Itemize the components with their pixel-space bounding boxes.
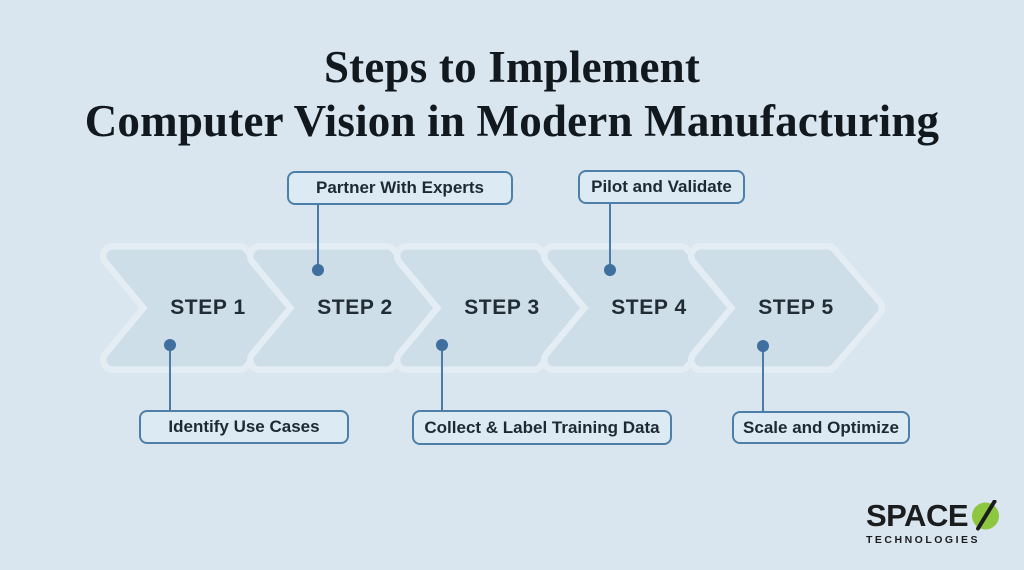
connector-dot-step5	[757, 340, 769, 352]
step-chevron-5: STEP 5	[687, 242, 887, 374]
callout-partner-with-experts: Partner With Experts	[287, 171, 513, 205]
step-label-2: STEP 2	[317, 296, 393, 319]
logo-subtext: TECHNOLOGIES	[866, 534, 981, 546]
connector-dot-step1	[164, 339, 176, 351]
page-title: Steps to Implement Computer Vision in Mo…	[0, 40, 1024, 148]
step-label-1: STEP 1	[170, 296, 246, 319]
callout-label: Scale and Optimize	[743, 417, 899, 437]
connector-dot-step3	[436, 339, 448, 351]
callout-label: Identify Use Cases	[168, 417, 320, 436]
page-title-line1: Steps to Implement	[323, 42, 701, 92]
step-chevron-2: STEP 2	[246, 242, 446, 374]
callout-scale-and-optimize: Scale and Optimize	[732, 411, 910, 444]
chevron-arrow-icon	[394, 243, 591, 373]
connector-dot-step4	[604, 264, 616, 276]
callout-label: Collect & Label Training Data	[424, 417, 660, 437]
chevron-arrow-icon	[100, 243, 297, 373]
step-label-5: STEP 5	[758, 296, 834, 319]
callout-label: Partner With Experts	[316, 178, 484, 197]
step-chevron-3: STEP 3	[393, 242, 593, 374]
logo-wordmark: SPACE	[866, 500, 1016, 531]
step-chevron-1: STEP 1	[99, 242, 299, 374]
page-title-line2: Computer Vision in Modern Manufacturing	[84, 96, 940, 146]
spaceo-technologies-logo: SPACE TECHNOLOGIES	[866, 500, 1016, 546]
slashed-o-icon	[972, 500, 1000, 531]
chevron-arrow-icon	[247, 243, 444, 373]
connector-line-step2	[316, 203, 320, 270]
connector-line-step1	[168, 345, 172, 411]
callout-pilot-and-validate: Pilot and Validate	[578, 170, 745, 204]
chevron-arrow-icon	[688, 243, 885, 373]
chevron-arrow-icon	[541, 243, 738, 373]
step-chevron-4: STEP 4	[540, 242, 740, 374]
connector-line-step4	[608, 203, 612, 270]
step-label-4: STEP 4	[611, 296, 687, 319]
connector-dot-step2	[312, 264, 324, 276]
callout-collect-label-training-data: Collect & Label Training Data	[412, 410, 672, 445]
logo-brand-text: SPACE	[866, 497, 969, 533]
connector-line-step5	[761, 346, 765, 412]
connector-line-step3	[440, 345, 444, 411]
step-label-3: STEP 3	[464, 296, 540, 319]
callout-label: Pilot and Validate	[591, 177, 732, 196]
callout-identify-use-cases: Identify Use Cases	[139, 410, 349, 444]
